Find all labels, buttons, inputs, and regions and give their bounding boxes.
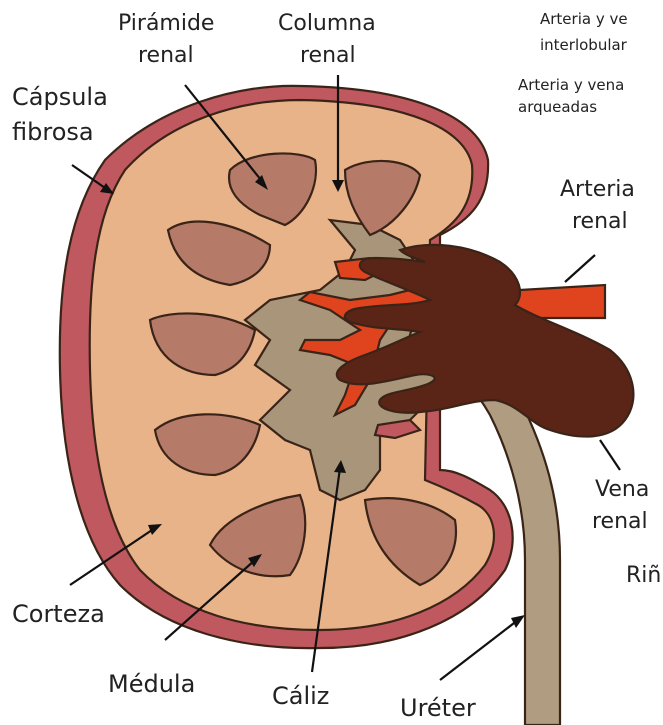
label-medula: Médula: [108, 670, 195, 698]
label-interlobular-2: interlobular: [540, 36, 628, 54]
label-capsula-1: Cápsula: [12, 83, 108, 111]
label-piramide-2: renal: [138, 43, 194, 68]
arrow-arteria: [565, 255, 595, 282]
arrowhead: [511, 615, 525, 628]
label-ureter: Uréter: [400, 694, 476, 722]
label-capsula-2: fibrosa: [12, 118, 94, 146]
label-corteza: Corteza: [12, 600, 105, 628]
label-arqueadas-2: arqueadas: [518, 98, 597, 116]
label-rinon: Riñ: [626, 563, 661, 588]
label-columna-2: renal: [300, 43, 356, 68]
label-arteria-1: Arteria: [560, 177, 635, 202]
label-piramide-1: Pirámide: [118, 11, 214, 36]
arrow-ureter: [440, 620, 518, 680]
label-vena-1: Vena: [595, 477, 649, 502]
label-caliz: Cáliz: [272, 682, 329, 710]
label-arqueadas-1: Arteria y vena: [518, 76, 624, 94]
label-arteria-2: renal: [572, 209, 628, 234]
arrow-vena: [600, 440, 620, 470]
label-interlobular-1: Arteria y ve: [540, 10, 628, 28]
label-columna-1: Columna: [278, 11, 376, 36]
label-vena-2: renal: [592, 509, 648, 534]
